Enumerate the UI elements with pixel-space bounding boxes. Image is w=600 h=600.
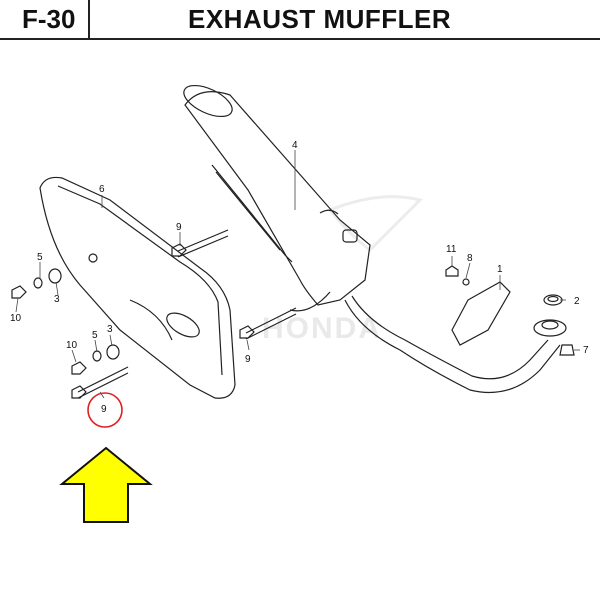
bolt-group (71, 229, 575, 399)
callout-7: 7 (583, 345, 589, 356)
diagram-header: F-30 EXHAUST MUFFLER (0, 0, 600, 40)
exhaust-pipe (289, 291, 561, 394)
section-code-box: F-30 (0, 0, 90, 38)
callout-9: 9 (176, 222, 182, 233)
callout-9: 9 (245, 354, 251, 365)
diagram-title: EXHAUST MUFFLER (188, 4, 452, 34)
highlight-circle (87, 392, 123, 428)
callout-1: 1 (497, 264, 503, 275)
muffler-body (183, 84, 371, 306)
bracket-assembly (451, 281, 567, 346)
callout-3: 3 (54, 294, 60, 305)
callout-2: 2 (574, 296, 580, 307)
wing-logo-watermark (327, 195, 423, 252)
yellow-up-arrow-icon (59, 446, 153, 523)
callout-4: 4 (292, 140, 298, 151)
callout-9-highlighted: 9 (101, 404, 107, 415)
callout-10: 10 (10, 313, 22, 324)
callout-3: 3 (107, 324, 113, 335)
watermark-text: HONDA (262, 312, 382, 345)
callout-8: 8 (467, 253, 473, 264)
leader-lines (15, 150, 580, 399)
heat-shield (39, 176, 236, 399)
section-code: F-30 (22, 4, 76, 34)
callout-5: 5 (37, 252, 43, 263)
callout-11: 11 (446, 244, 457, 255)
callout-5: 5 (92, 330, 98, 341)
washer-collar-group (11, 268, 120, 375)
callout-10: 10 (66, 340, 78, 351)
callout-6: 6 (99, 184, 105, 195)
